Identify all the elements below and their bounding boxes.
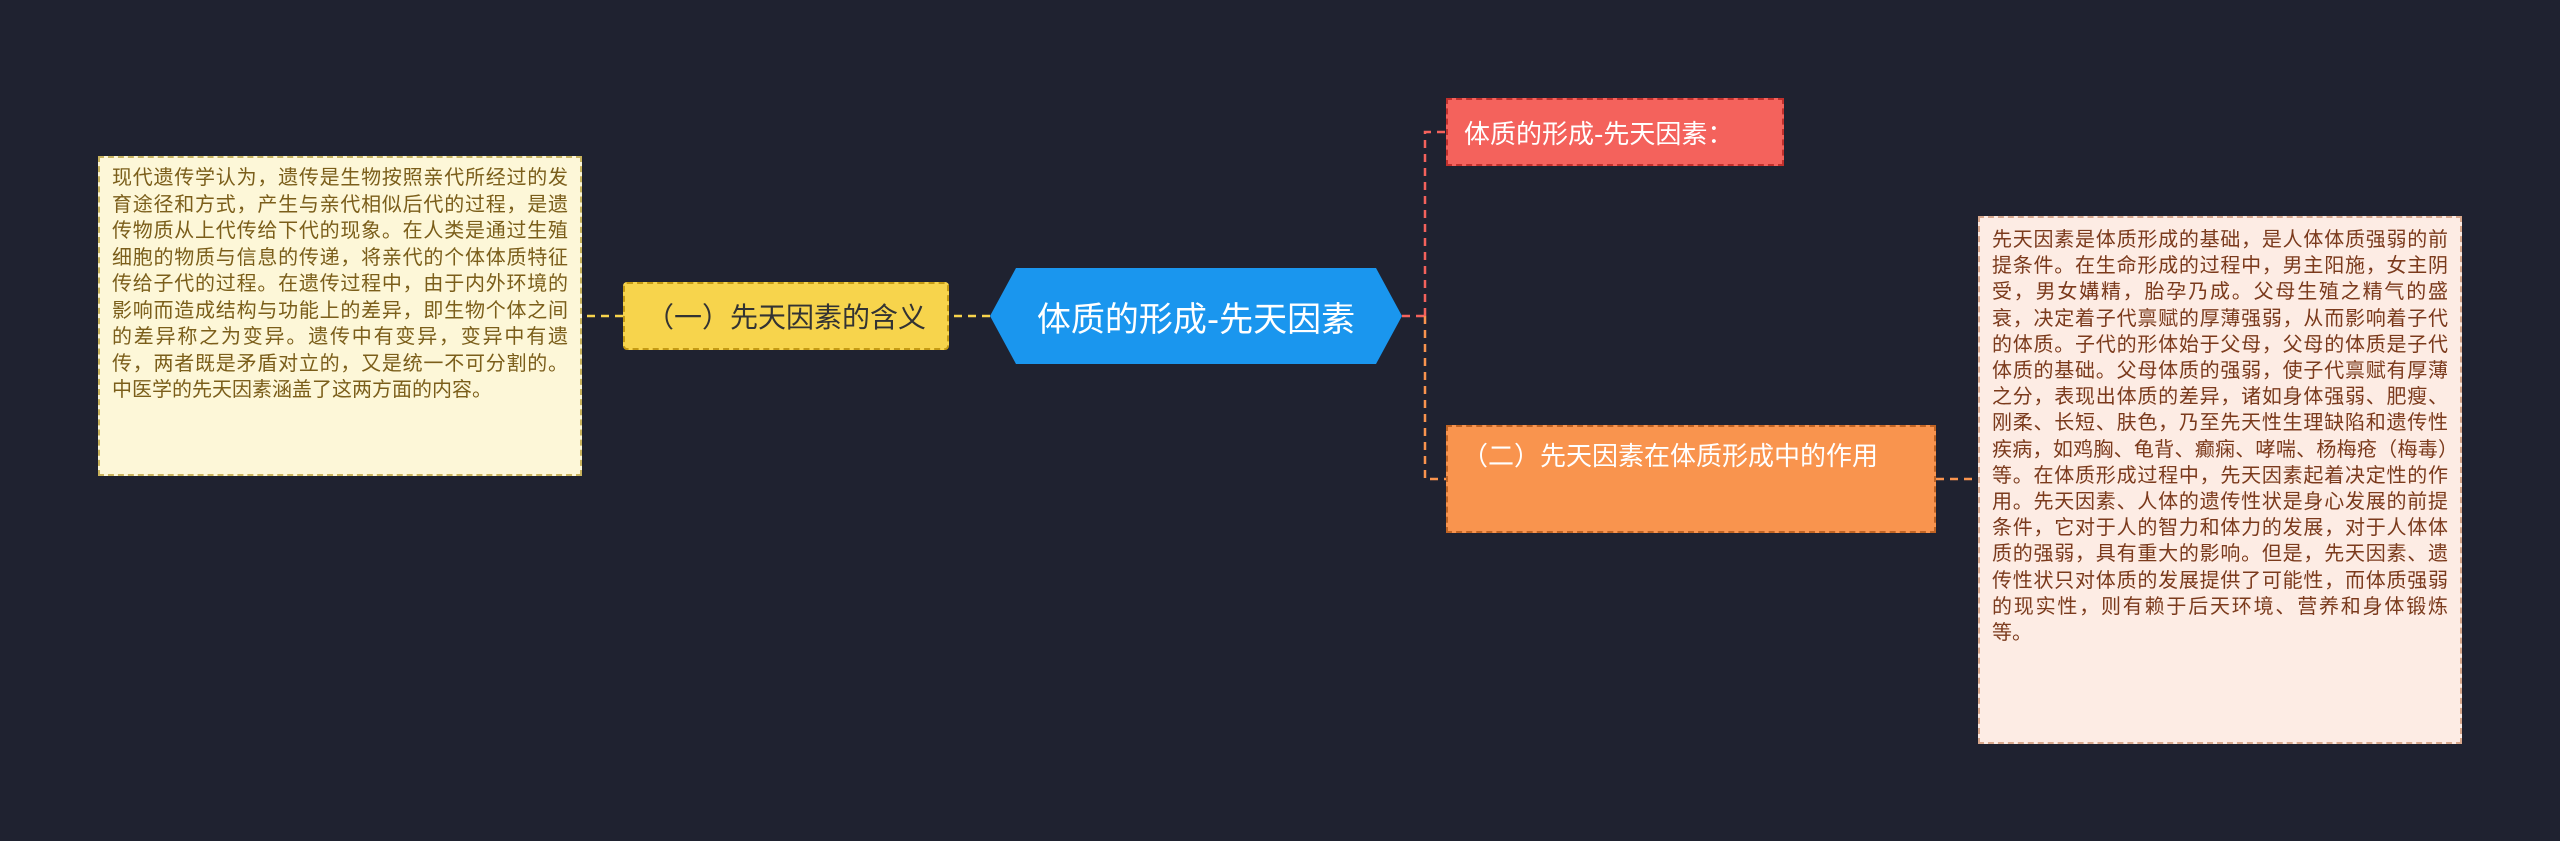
left-branch-topic[interactable]: （一）先天因素的含义: [623, 282, 949, 350]
left-branch-description[interactable]: 现代遗传学认为，遗传是生物按照亲代所经过的发育途径和方式，产生与亲代相似后代的过…: [98, 156, 582, 476]
right-mid-branch-topic[interactable]: （二）先天因素在体质形成中的作用: [1446, 425, 1936, 533]
central-topic[interactable]: 体质的形成-先天因素: [990, 268, 1402, 364]
right-mid-branch-description[interactable]: 先天因素是体质形成的基础，是人体体质强弱的前提条件。在生命形成的过程中，男主阳施…: [1978, 216, 2462, 744]
connector-right-top: [1423, 130, 1446, 316]
connector-right-mid: [1423, 316, 1446, 481]
right-top-branch-topic[interactable]: 体质的形成-先天因素：: [1446, 98, 1784, 166]
